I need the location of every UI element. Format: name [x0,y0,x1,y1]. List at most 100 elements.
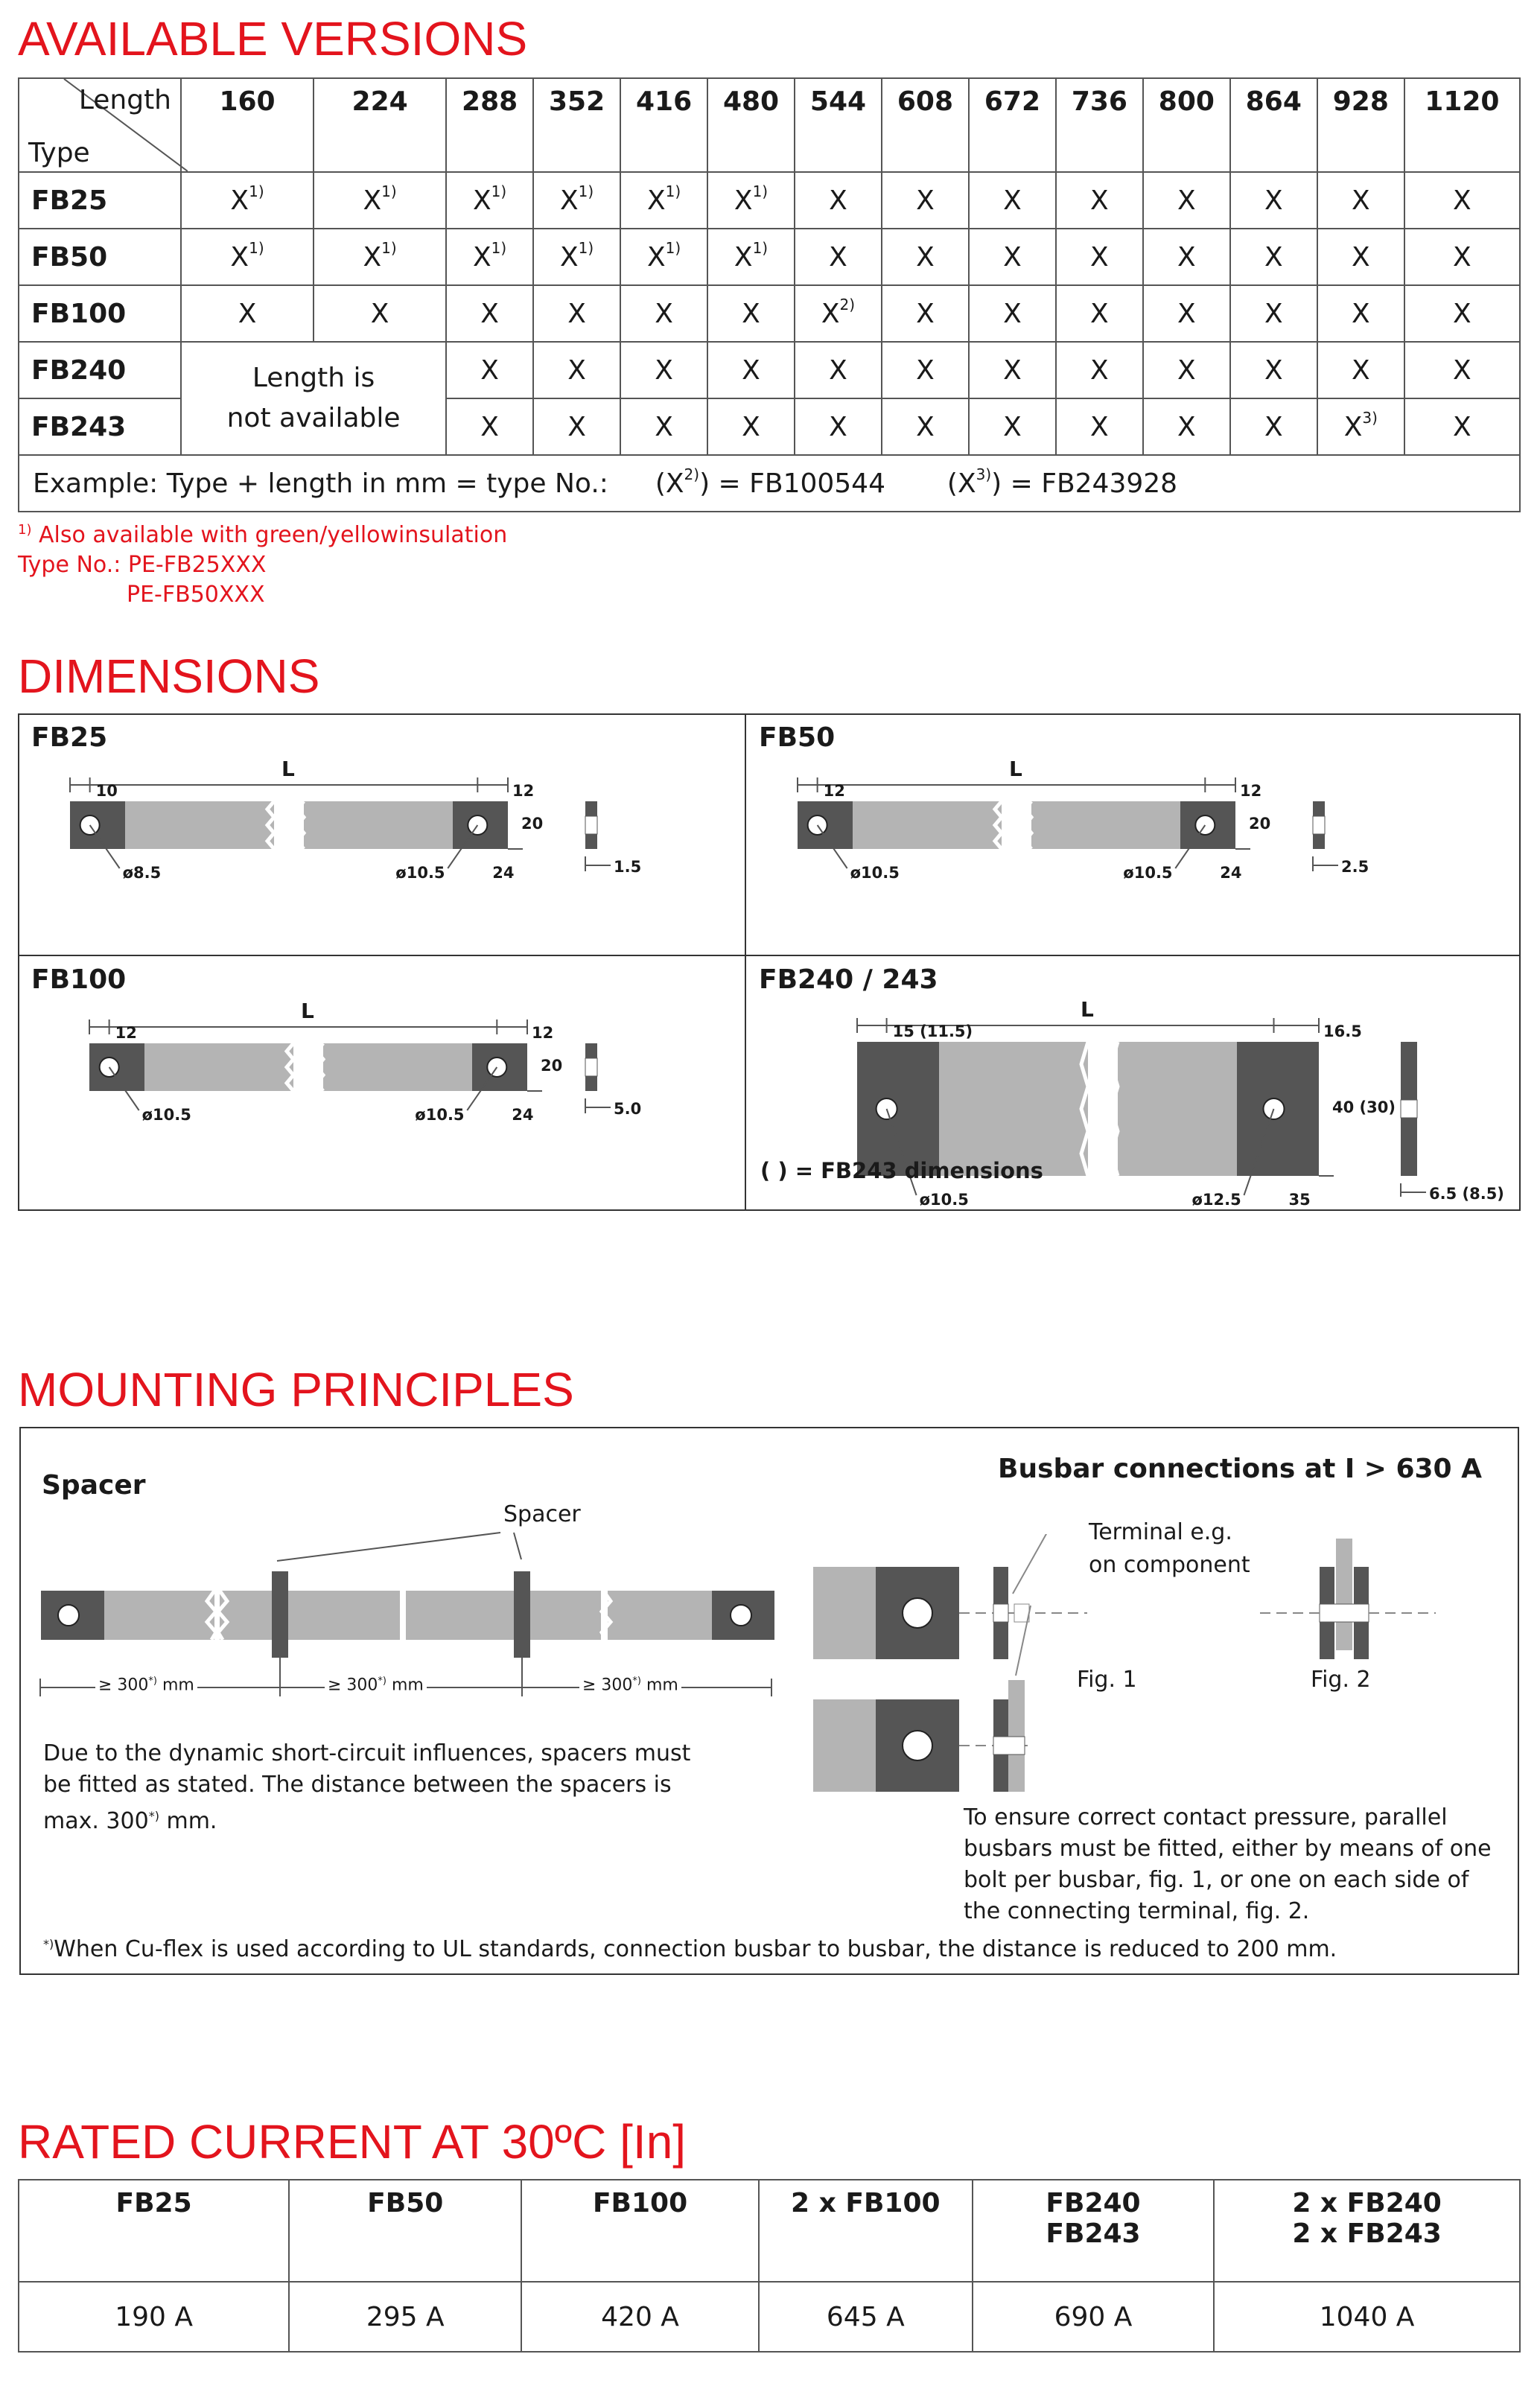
busbar-drawing [856,1018,1426,1197]
dim-label-d1: ø10.5 [850,864,900,882]
type-cell: FB50 [18,228,182,286]
dimensions-frame [18,713,1521,1211]
availability-cell: X [313,284,448,343]
dim-label-d1: ø8.5 [122,864,162,882]
dim-label-h: 20 [541,1057,563,1075]
availability-cell: X [179,284,315,343]
availability-cell: X [445,341,535,399]
corner-type: Type [28,138,90,168]
diagonal-line [63,79,188,171]
length-header: 864 [1229,77,1318,173]
dim-label-d2: ø10.5 [395,864,445,882]
availability-cell: X1) [179,171,315,229]
panel-title: FB240 / 243 [759,964,938,995]
panel-title: FB100 [31,964,127,995]
length-header: 928 [1316,77,1405,173]
availability-cell: X1) [707,171,795,229]
corner-length: Length [78,85,171,115]
length-header: 736 [1054,77,1144,173]
dim-label-b: 12 [1240,782,1262,800]
dim-label-L: L [1081,997,1094,1022]
availability-cell: X [880,228,970,286]
availability-cell: X [794,341,882,399]
availability-cell: X [532,341,622,399]
availability-cell: X [620,284,709,343]
dim-label-a: 15 (11.5) [892,1022,973,1040]
availability-cell: X [967,284,1057,343]
availability-cell: X [1142,341,1231,399]
length-header: 800 [1142,77,1231,173]
availability-cell: X [707,398,795,456]
availability-cell: X [1142,171,1231,229]
dim-label-a: 12 [823,782,845,800]
availability-cell: X [967,228,1057,286]
terminal-label: Terminal e.g.on component [1089,1519,1250,1578]
availability-cell: X [1316,171,1405,229]
fb243-note: ( ) = FB243 dimensions [760,1158,1043,1183]
busbar-drawing [89,1019,611,1113]
dim-label-w: 24 [492,864,515,882]
dim-label-w: 24 [512,1106,534,1124]
footnote-type2: PE-FB50XXX [127,582,265,608]
example-3-post: ) = FB243928 [991,468,1178,499]
dim-label-d2: ø10.5 [415,1106,465,1124]
example-2-pre: (X [655,468,684,499]
availability-cell: X [967,398,1057,456]
length-header: 352 [532,77,622,173]
panel-title: FB50 [759,722,836,753]
availability-cell: X1) [532,228,622,286]
availability-cell: X [1403,171,1521,229]
availability-cell: X1) [313,171,448,229]
footnote-sup: 1) [18,522,32,538]
availability-cell: X [1054,341,1144,399]
dimensions-title: DIMENSIONS [18,649,320,703]
availability-cell: X [620,341,709,399]
example-2-sup: 2) [684,465,700,483]
example-3-sup: 3) [976,465,992,483]
type-cell: FB25 [18,171,182,229]
length-header: 544 [794,77,882,173]
availability-cell: X [445,398,535,456]
example-2-post: ) = FB100544 [699,468,885,499]
mounting-title: MOUNTING PRINCIPLES [18,1363,574,1416]
rated-title: RATED CURRENT AT 30ºC [In] [18,2115,687,2169]
rated-header: FB50 [288,2179,523,2283]
length-header: 416 [620,77,709,173]
availability-cell: X [1403,341,1521,399]
spacer-description: Due to the dynamic short-circuit influen… [43,1740,691,1834]
spacer-heading: Spacer [42,1470,146,1501]
availability-cell: X1) [620,171,709,229]
rated-value: 690 A [971,2281,1215,2353]
availability-cell: X1) [313,228,448,286]
dim-label-t: 2.5 [1341,858,1369,876]
rated-header: FB25 [17,2179,290,2283]
example-row: Example: Type + length in mm = type No.:… [18,454,1521,512]
availability-cell: X [1142,284,1231,343]
availability-cell: X [532,398,622,456]
dim-label-b: 16.5 [1323,1022,1362,1040]
spacer-diagram [39,1532,774,1696]
availability-cell: X [1142,398,1231,456]
availability-cell: X [967,171,1057,229]
availability-cell: X [967,341,1057,399]
dim-label-L: L [301,999,314,1023]
availability-cell: X [1403,228,1521,286]
availability-cell: X [1054,171,1144,229]
availability-cell: X [880,398,970,456]
rated-header: FB100 [521,2179,760,2283]
availability-cell: X [707,284,795,343]
gap-label: ≥ 300*) mm [579,1676,681,1695]
fig2-label: Fig. 2 [1311,1667,1371,1693]
availability-cell: X [1229,341,1318,399]
ul-note: *)When Cu-flex is used according to UL s… [43,1936,1337,1962]
length-header: 224 [313,77,448,173]
availability-cell: X1) [445,228,535,286]
length-header: 160 [179,77,315,173]
panel-title: FB25 [31,722,108,753]
availability-cell: X [1403,284,1521,343]
